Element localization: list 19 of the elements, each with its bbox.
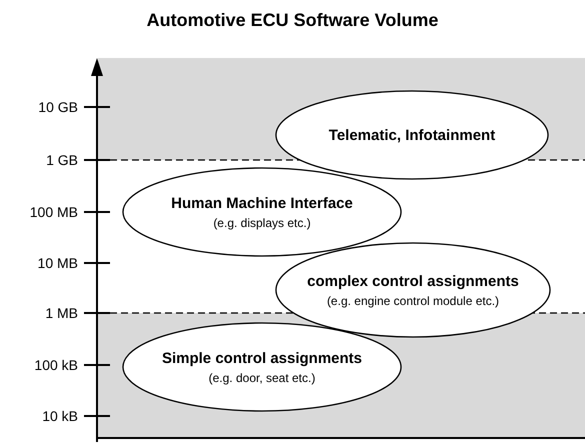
ellipse-node — [122, 322, 402, 412]
ellipse-node — [275, 242, 551, 338]
node-subtext: (e.g. engine control module etc.) — [326, 292, 500, 308]
axis-tick-label: 10 kB — [41, 408, 78, 424]
node-subtext: (e.g. displays etc.) — [213, 214, 311, 230]
axis-tick-label: 10 GB — [37, 99, 78, 115]
diagram-title: Automotive ECU Software Volume — [146, 10, 440, 31]
axis-tick-label: 100 kB — [33, 357, 78, 373]
axis-tick-label: 100 MB — [28, 204, 78, 220]
axis-tick-label: 10 MB — [36, 255, 78, 271]
node-heading: Simple control assignments — [162, 348, 362, 368]
node-heading: Human Machine Interface — [171, 194, 353, 212]
node-heading: Telematic, Infotainment — [328, 126, 496, 144]
axis-tick-label: 1 MB — [44, 305, 78, 321]
node-subtext: (e.g. door, seat etc.) — [208, 370, 316, 386]
ellipse-node — [122, 167, 402, 257]
axis-tick-label: 1 GB — [45, 152, 78, 168]
ellipse-node — [275, 90, 549, 180]
node-heading: complex control assignments — [307, 272, 519, 290]
